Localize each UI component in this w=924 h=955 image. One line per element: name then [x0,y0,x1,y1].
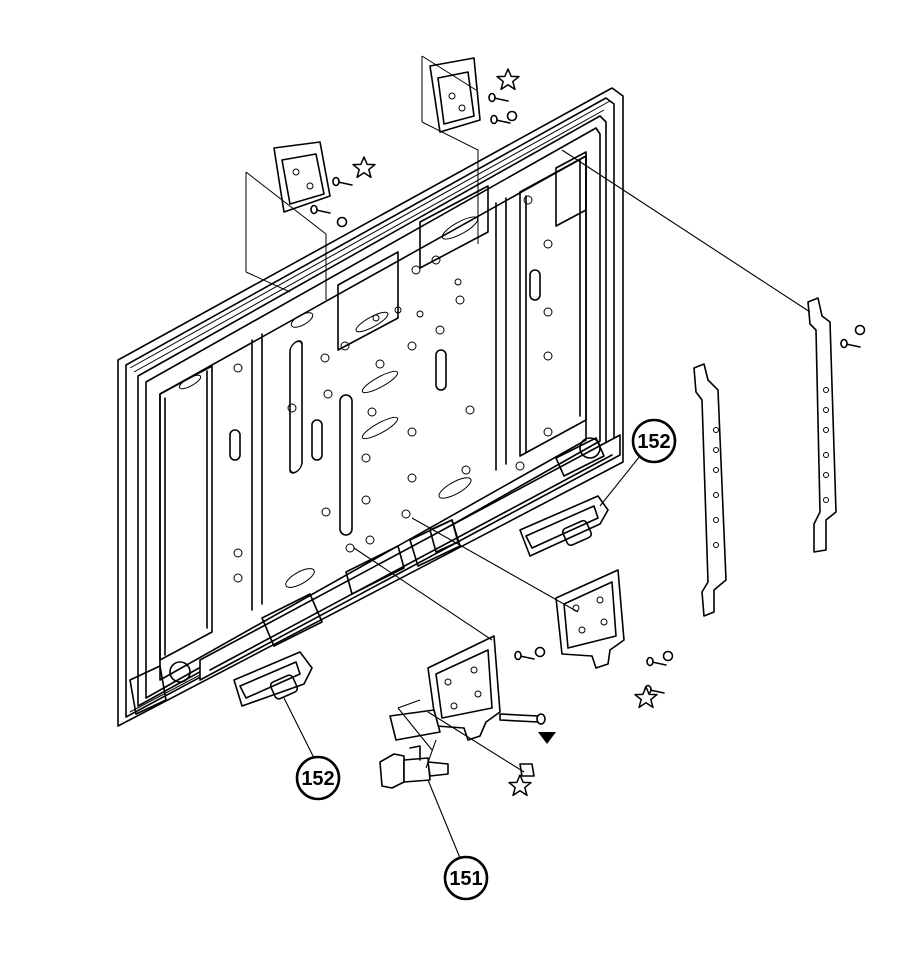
top-bracket-left [245,141,353,300]
hook-part [379,739,461,859]
mount-bracket-center-left [353,547,546,751]
callout-label: 152 [637,431,670,453]
callout-151: 151 [443,855,489,901]
star-marker-icon [508,774,532,797]
bottom-rail [129,434,621,715]
foot-left [233,651,317,763]
callout-label: 151 [449,868,482,890]
star-marker-icon [352,156,376,179]
side-bracket-far-right [561,149,866,553]
triangle-marker-icon [538,732,556,744]
callout-152-right: 152 [631,418,677,464]
mount-bracket-center-right [411,517,674,695]
foot-right [519,455,641,557]
callout-label: 152 [301,768,334,790]
top-bracket-right [421,55,518,244]
chassis-plate [159,151,587,681]
loose-hardware [427,711,556,777]
callout-152-left: 152 [295,755,341,801]
side-bracket-right [693,363,727,617]
star-marker-icon [496,68,520,91]
